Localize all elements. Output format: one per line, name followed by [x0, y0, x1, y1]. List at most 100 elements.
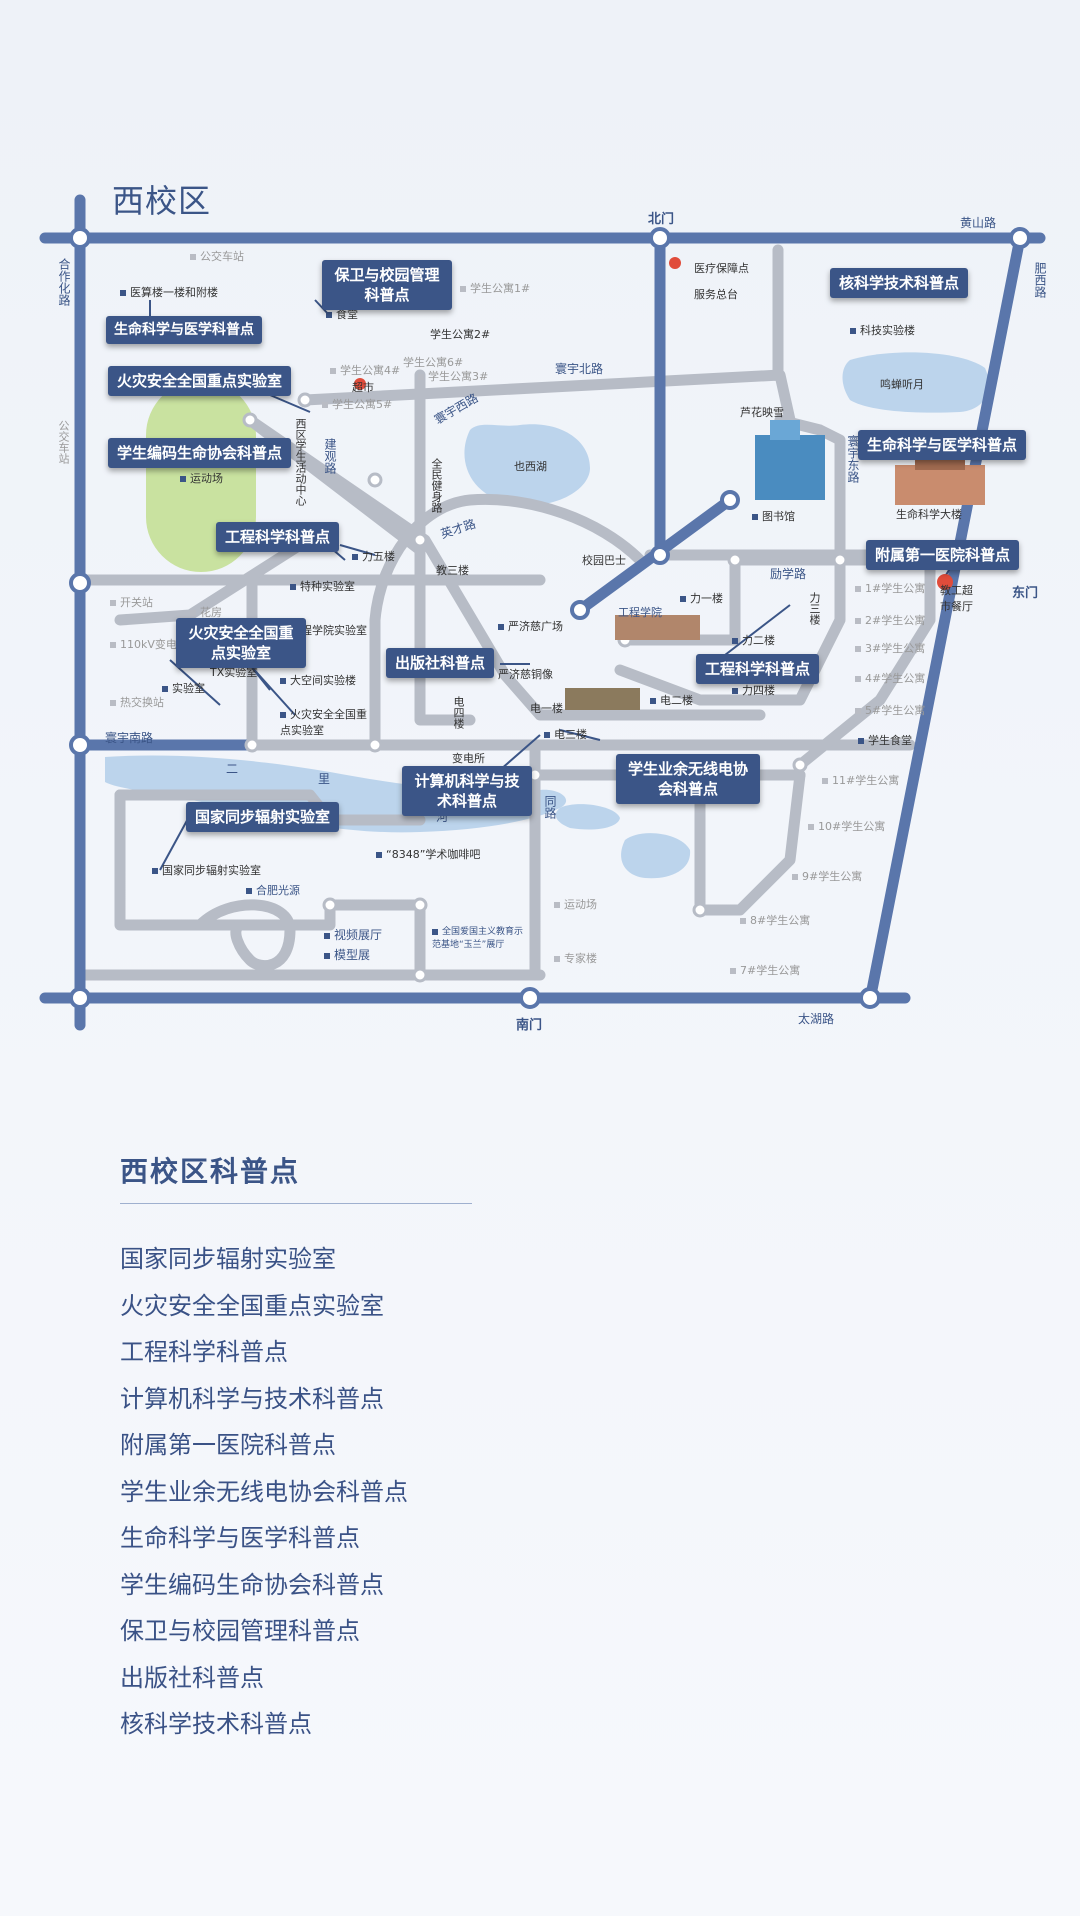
dian-yi-label: 电一楼: [530, 702, 563, 715]
callout-fire-lab-mid: 火灾安全全国重点实验室: [176, 618, 306, 668]
callout-computer: 计算机科学与技术科普点: [402, 766, 532, 816]
engineering-building: [615, 615, 700, 640]
callout-synchrotron: 国家同步辐射实验室: [186, 802, 340, 832]
callout-engineering-west: 工程科学科普点: [216, 522, 340, 552]
dorm-s5-label: 5#学生公寓: [855, 702, 925, 718]
north-gate-label: 北门: [648, 212, 675, 227]
map-graphic: [39, 194, 1046, 1031]
callout-life-med-west: 生命科学与医学科普点: [106, 316, 262, 344]
li-er-label: 力二楼: [732, 632, 775, 648]
huafang-label: 花房: [190, 604, 222, 620]
yan-statue-label: 严济慈铜像: [498, 668, 553, 681]
dorm3-label: 学生公寓3#: [418, 368, 488, 384]
campus-bus-label: 校园巴士: [582, 554, 626, 567]
callout-radio: 学生业余无线电协会科普点: [616, 754, 760, 804]
bus-stop-label: 公交车站: [190, 248, 244, 264]
map-title: 西校区: [112, 182, 212, 220]
list-item: 工程科学科普点: [120, 1338, 288, 1366]
dorm-s2-label: 2#学生公寓: [855, 612, 925, 628]
library-label: 图书馆: [752, 508, 795, 524]
teacher-market-label: 教工超市餐厅: [940, 584, 973, 613]
dian-building: [565, 688, 640, 710]
li-san-label: 力三楼: [808, 592, 821, 625]
huangshan-road-label: 黄山路: [960, 216, 997, 230]
section-title: 西校区科普点: [120, 1155, 301, 1188]
dian-san-label: 电三楼: [544, 726, 587, 742]
hezuohua-road-label: 合作化路: [57, 258, 71, 306]
compute-bldg-label: 医算楼一楼和附楼: [120, 284, 218, 300]
dorm2-label: 学生公寓2#: [430, 328, 491, 341]
science-points-list: 国家同步辐射实验室 火灾安全全国重点实验室 工程科学科普点 计算机科学与技术科普…: [120, 1236, 408, 1748]
list-item: 出版社科普点: [120, 1663, 264, 1692]
engineering-college-label: 工程学院: [618, 606, 662, 619]
dorm-s9-label: 9#学生公寓: [792, 868, 862, 884]
hefei-light-label: 合肥光源: [246, 882, 300, 898]
lixue-road-label: 励学路: [770, 567, 807, 581]
sports-field2-label: 运动场: [554, 896, 597, 912]
expert-bldg-label: 专家楼: [554, 950, 597, 966]
tx-lab-label: TX实验室: [210, 666, 258, 679]
east-gate-label: 东门: [1012, 586, 1039, 601]
list-item: 保卫与校园管理科普点: [120, 1617, 360, 1645]
callout-security: 保卫与校园管理科普点: [322, 260, 452, 310]
dorm-s11-label: 11#学生公寓: [822, 772, 899, 788]
mingchan-label: 鸣蝉听月: [880, 378, 924, 391]
dorm4-label: 学生公寓4#: [330, 362, 400, 378]
taihu-road-label: 太湖路: [798, 1012, 835, 1026]
fitness-road-label: 全民健身路: [430, 458, 443, 513]
life-building: [895, 465, 985, 505]
section-divider: [120, 1203, 472, 1204]
dorm1-label: 学生公寓1#: [460, 280, 530, 296]
callout-hospital: 附属第一医院科普点: [866, 540, 1020, 570]
student-canteen-label: 学生食堂: [858, 732, 912, 748]
synch-lab-label: 国家同步辐射实验室: [152, 862, 261, 878]
supermarket-label: 超市: [352, 381, 374, 394]
east-lake: [842, 352, 989, 413]
library-building: [755, 435, 825, 500]
li-si-label: 力四楼: [732, 682, 775, 698]
yuxi-north-road-label: 寰宇北路: [555, 362, 604, 376]
list-item: 计算机科学与技术科普点: [120, 1384, 384, 1413]
dorm-s10-label: 10#学生公寓: [808, 818, 885, 834]
callout-engineering-east: 工程科学科普点: [696, 654, 820, 684]
jianguan-road-label: 建观路: [323, 438, 337, 474]
yexi-lake: [464, 424, 590, 506]
fire-lab-bldg-label: 特种实验室: [290, 578, 355, 594]
list-item: 核科学技术科普点: [120, 1710, 312, 1738]
dian-er-label: 电二楼: [650, 692, 693, 708]
jiaosan-label: 教三楼: [436, 564, 469, 577]
substation-label: 变电所: [452, 752, 485, 765]
yuxi-east-road-label: 寰宇东路: [846, 435, 860, 483]
life-bldg-label: 生命科学大楼: [896, 508, 962, 521]
sports-field-label: 运动场: [180, 470, 223, 486]
callout-life-med-east: 生命科学与医学科普点: [858, 430, 1027, 460]
heat-label: 热交换站: [110, 694, 164, 710]
dorm-s8-label: 8#学生公寓: [740, 912, 810, 928]
small-pond: [555, 804, 620, 830]
tongwen-road-label: 同路: [543, 795, 557, 819]
li-yi-label: 力一楼: [680, 590, 723, 606]
list-item: 生命科学与医学科普点: [120, 1524, 360, 1552]
dorm5-label: 学生公寓5#: [322, 396, 392, 412]
liwu-label: 力五楼: [352, 548, 395, 564]
list-item: 学生业余无线电协会科普点: [120, 1477, 408, 1506]
activity-center-label: 西区学生活动中心: [294, 418, 307, 506]
river-label-er: 二: [226, 762, 239, 776]
patriot-base-label: 全国爱国主义教育示范基地“玉兰”展厅: [432, 927, 524, 950]
dian-si-label: 电四楼: [452, 696, 465, 729]
list-item: 火灾安全全国重点实验室: [120, 1291, 384, 1320]
dorm-s7-label: 7#学生公寓: [730, 962, 800, 978]
fire-national-label: 火灾安全全国重点实验室: [280, 708, 367, 737]
big-space-label: 大空间实验楼: [280, 672, 356, 688]
dorm-s3-label: 3#学生公寓: [855, 640, 925, 656]
dorm6-label: 学生公寓6#: [403, 356, 464, 369]
callout-press: 出版社科普点: [386, 648, 495, 678]
callout-fire-lab-top: 火灾安全全国重点实验室: [108, 366, 292, 396]
service-label: 服务总台: [694, 288, 738, 301]
dorm-s4-label: 4#学生公寓: [855, 670, 925, 686]
cafe-label: “8348”学术咖啡吧: [376, 846, 480, 862]
luhua-label: 芦花映雪: [740, 406, 784, 419]
medical-label: 医疗保障点: [694, 262, 749, 275]
feixi-road-label: 肥西路: [1033, 262, 1047, 298]
list-item: 国家同步辐射实验室: [120, 1245, 336, 1273]
